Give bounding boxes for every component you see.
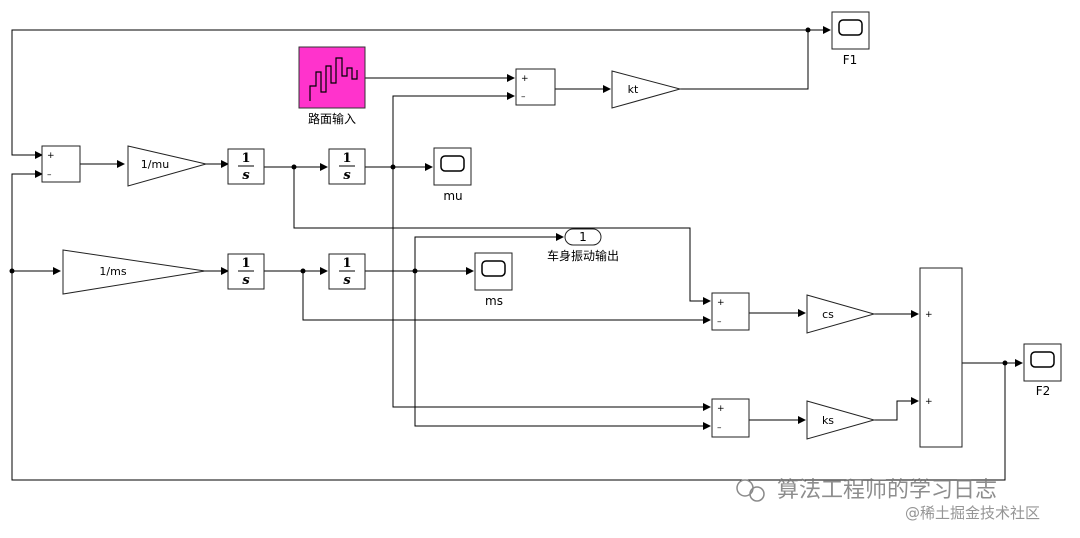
- scope-mu-block[interactable]: mu: [433, 147, 472, 203]
- wire-f2-to-sum1[interactable]: [11, 170, 1006, 481]
- watermark-line-2: @稀土掘金技术社区: [905, 504, 1040, 522]
- sum-block-f2[interactable]: + +: [919, 267, 963, 448]
- gain-kt-body[interactable]: [611, 70, 682, 109]
- integrator-2-num: 1: [342, 151, 351, 166]
- sum-block-damper[interactable]: + –: [711, 292, 750, 331]
- scope-ms-label: ms: [485, 294, 503, 308]
- scope-f1-label: F1: [843, 53, 858, 67]
- gain-ms-body[interactable]: [62, 249, 206, 295]
- integrator-1-den: s: [242, 168, 250, 183]
- sum-damper-plus: +: [717, 298, 725, 308]
- integrator-4-den: s: [343, 273, 351, 288]
- wire-kt-out[interactable]: [680, 30, 809, 90]
- integrator-block-2[interactable]: 1 s: [328, 148, 366, 185]
- wire-xs-to-sumk[interactable]: [414, 271, 711, 430]
- sum-spring-minus: –: [717, 423, 722, 433]
- gain-mu-label: 1/mu: [141, 158, 169, 171]
- sum-tire-plus: +: [521, 74, 529, 84]
- scope-mu-screen-icon: [440, 155, 465, 172]
- gain-cs-body[interactable]: [806, 294, 876, 334]
- wechat-icon-small-bubble: [749, 486, 765, 502]
- road-input-block[interactable]: 路面输入: [298, 46, 366, 126]
- sum-1-minus: –: [47, 170, 52, 180]
- wire-xu-to-sumk[interactable]: [392, 167, 711, 411]
- gain-mu-body[interactable]: [127, 145, 207, 187]
- sum-spring-plus: +: [717, 404, 725, 414]
- gain-ms-label: 1/ms: [99, 265, 126, 278]
- sum-f2-body[interactable]: [919, 267, 963, 448]
- integrator-block-1[interactable]: 1 s: [227, 148, 265, 185]
- sum-damper-minus: –: [717, 317, 722, 327]
- integrator-block-3[interactable]: 1 s: [227, 253, 265, 290]
- junction-f2-right: [1002, 360, 1008, 366]
- sum-block-1[interactable]: + –: [41, 145, 81, 183]
- scope-f2-block[interactable]: F2: [1023, 343, 1062, 398]
- watermark-line-1: 算法工程师的学习日志: [777, 478, 997, 503]
- scope-f1-block[interactable]: F1: [831, 11, 870, 67]
- scope-mu-label: mu: [443, 189, 462, 203]
- integrator-block-4[interactable]: 1 s: [328, 253, 366, 290]
- random-signal-icon: [309, 57, 358, 101]
- outport-number: 1: [579, 230, 587, 244]
- integrator-2-den: s: [343, 168, 351, 183]
- wire-vu-to-sumc[interactable]: [293, 167, 711, 305]
- sum-spring-body[interactable]: [711, 398, 750, 438]
- gain-block-1-ms[interactable]: 1/ms: [62, 249, 206, 295]
- junction-f2-left: [9, 268, 15, 274]
- outport-body[interactable]: [564, 228, 602, 246]
- gain-block-cs[interactable]: cs: [806, 294, 876, 334]
- road-input-body[interactable]: [298, 46, 366, 109]
- integrator-4-num: 1: [342, 256, 351, 271]
- sum-tire-body[interactable]: [515, 68, 556, 106]
- scope-f2-screen-icon: [1030, 351, 1055, 368]
- sum-block-spring[interactable]: + –: [711, 398, 750, 438]
- outport-label: 车身振动输出: [547, 248, 619, 263]
- gain-ks-body[interactable]: [806, 400, 876, 440]
- watermark: 算法工程师的学习日志 @稀土掘金技术社区: [736, 478, 1040, 522]
- gain-kt-label: kt: [628, 83, 639, 96]
- sum-damper-body[interactable]: [711, 292, 750, 331]
- scope-f2-label: F2: [1036, 384, 1051, 398]
- wire-xu-to-sumt[interactable]: [392, 92, 515, 167]
- gain-cs-label: cs: [822, 308, 834, 321]
- sum-f2-plus-2: +: [925, 397, 933, 407]
- sum-block-tire[interactable]: + –: [515, 68, 556, 106]
- wire-f1-to-sum1[interactable]: [11, 29, 808, 159]
- signal-lines: [9, 26, 1023, 481]
- gain-block-kt[interactable]: kt: [611, 70, 682, 109]
- outport-block[interactable]: 1 车身振动输出: [547, 228, 619, 263]
- scope-ms-screen-icon: [481, 260, 506, 277]
- integrator-1-num: 1: [241, 151, 250, 166]
- integrator-3-den: s: [242, 273, 250, 288]
- scope-f1-screen-icon: [838, 19, 863, 36]
- sum-f2-plus-1: +: [925, 310, 933, 320]
- scope-ms-block[interactable]: ms: [474, 252, 513, 308]
- sum-1-body[interactable]: [41, 145, 81, 183]
- wire-vs-to-sumc[interactable]: [302, 271, 711, 324]
- wire-xs-to-outport[interactable]: [414, 233, 564, 271]
- integrator-3-num: 1: [241, 256, 250, 271]
- sum-1-plus: +: [47, 151, 55, 161]
- sum-tire-minus: –: [521, 92, 526, 102]
- gain-ks-label: ks: [822, 414, 834, 427]
- wire-ks-to-sum-f2[interactable]: [874, 397, 919, 421]
- gain-block-ks[interactable]: ks: [806, 400, 876, 440]
- road-input-label: 路面输入: [308, 111, 356, 126]
- junction-f1: [805, 27, 811, 33]
- gain-block-1-mu[interactable]: 1/mu: [127, 145, 207, 187]
